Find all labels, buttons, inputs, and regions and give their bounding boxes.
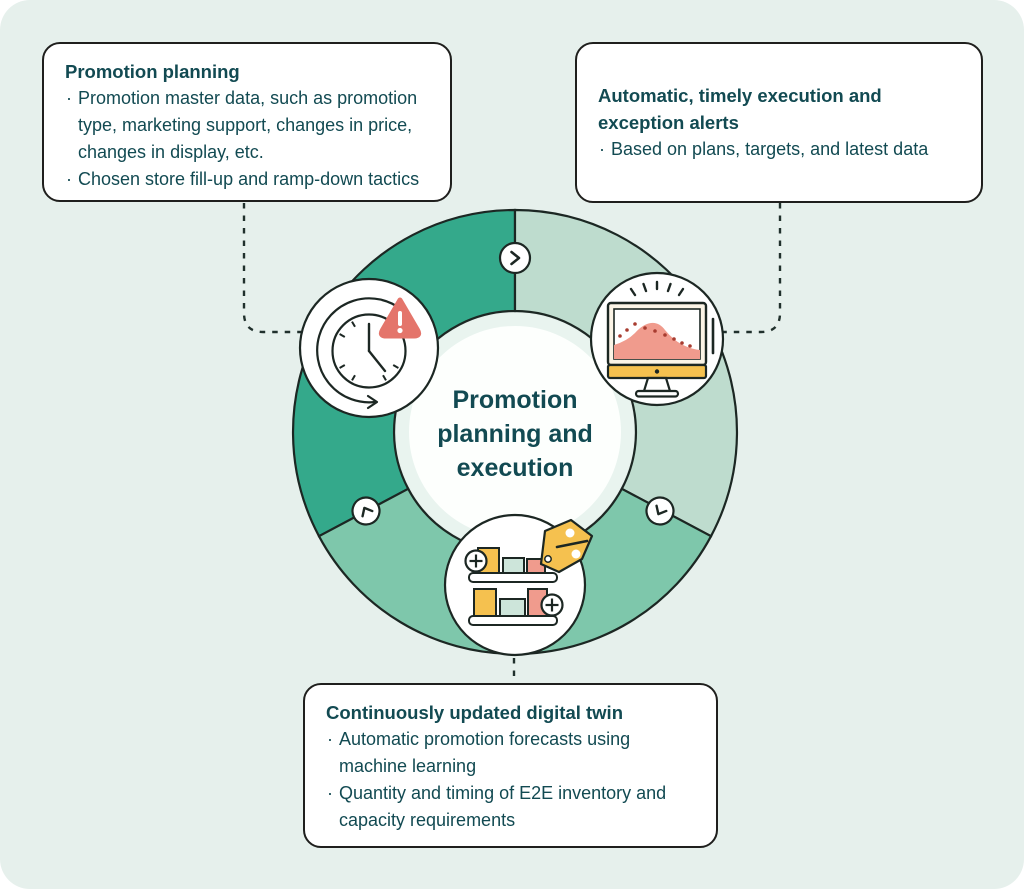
bullet-item: Based on plans, targets, and latest data [598,136,960,163]
forecast-dots [618,322,692,348]
center-title-line: planning and [437,420,593,448]
bullet-item: Quantity and timing of E2E inventory and… [326,780,695,834]
bullet-item: Chosen store fill-up and ramp-down tacti… [65,166,429,193]
chevron-icon [361,506,374,518]
dashed-connector-right [723,203,782,334]
center-title-line: execution [456,454,574,482]
plus-circle-icon [540,593,564,617]
arrow-head [366,394,379,410]
dashed-connector-left [242,203,301,334]
callout-bullet-list: Promotion master data, such as promotion… [65,85,429,193]
flow-chevron-top [498,241,532,275]
chevron-right-icon [510,250,521,266]
bullet-item: Automatic promotion forecasts using mach… [326,726,695,780]
callout-bullet-list: Automatic promotion forecasts using mach… [326,726,695,834]
flow-chevron-lower-right [645,496,675,526]
clock-alert-icon [298,277,440,419]
forecast-curve [614,322,700,359]
flow-markers [351,241,675,526]
callout-title: Promotion planning [65,61,240,82]
price-tag-icon [539,518,594,574]
center-disc [409,326,621,538]
callout-bullet-list: Based on plans, targets, and latest data [598,136,960,163]
shelf-products-icon [443,513,594,657]
callout-digital-twin: Continuously updated digital twin Automa… [303,683,718,848]
callout-execution-alerts: Automatic, timely execution and exceptio… [575,42,983,203]
center-title-line: Promotion [452,386,578,414]
center-title: Promotion planning and execution [390,383,640,485]
callout-title: Continuously updated digital twin [326,702,624,723]
monitor-forecast-icon [589,271,725,407]
callout-promotion-planning: Promotion planning Promotion master data… [42,42,452,202]
warning-triangle-icon [378,297,422,339]
alert-rays [629,280,685,297]
plus-circle-icon [464,549,488,573]
chevron-icon [655,504,668,516]
callout-title: Automatic, timely execution and exceptio… [598,85,882,133]
flow-chevron-lower-left [351,496,381,526]
bullet-item: Promotion master data, such as promotion… [65,85,429,166]
